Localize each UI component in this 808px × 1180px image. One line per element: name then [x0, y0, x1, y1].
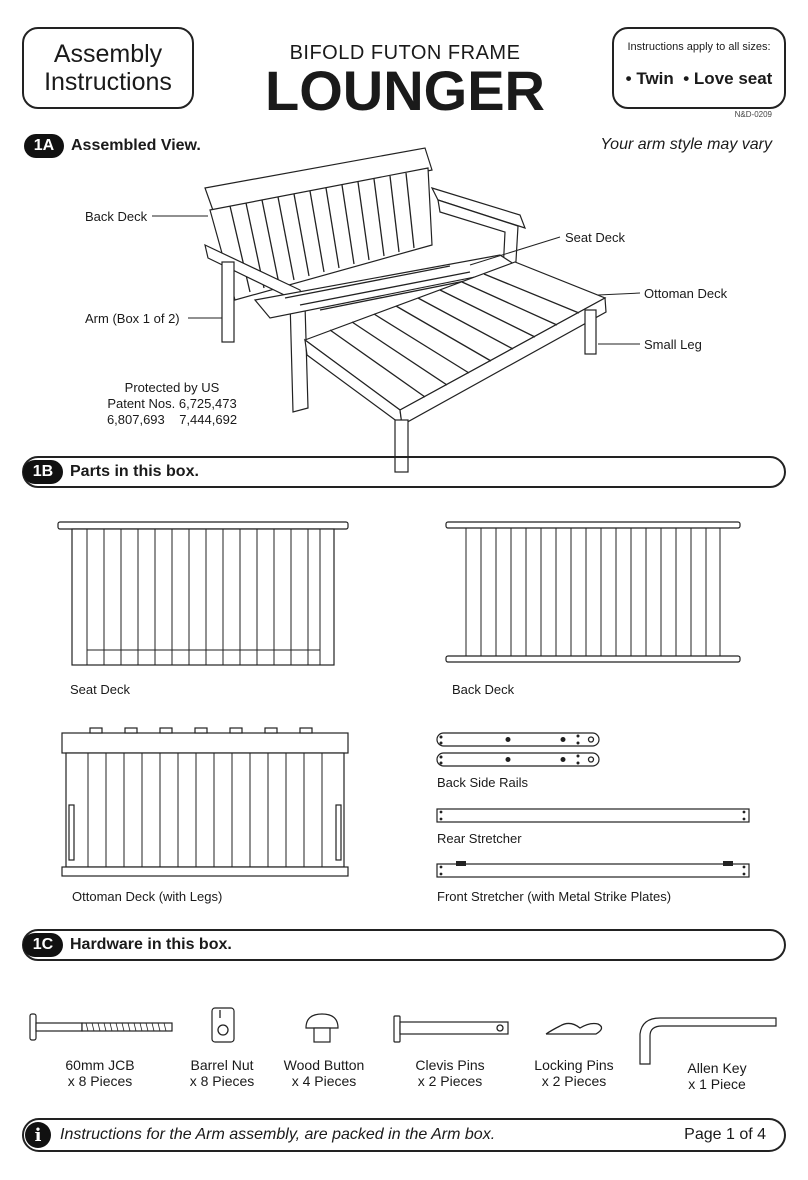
assembled-futon-illustration	[152, 147, 641, 473]
hardware-item-locking-pins: Locking Pins x 2 Pieces	[522, 1057, 626, 1089]
assembly-instructions-box: Assembly Instructions	[22, 27, 194, 109]
box-title-line2: Instructions	[44, 68, 172, 96]
parts-illustrations	[57, 521, 750, 878]
hardware-name: Clevis Pins	[415, 1057, 485, 1073]
patent-line-1: Protected by US	[124, 380, 220, 395]
section-title-1b: Parts in this box.	[70, 463, 199, 480]
hardware-qty: x 4 Pieces	[291, 1073, 357, 1089]
hardware-item-barrel-nut: Barrel Nut x 8 Pieces	[172, 1057, 272, 1089]
hardware-qty: x 1 Piece	[688, 1076, 746, 1092]
info-icon: i	[25, 1122, 51, 1148]
hardware-item-wood-button: Wood Button x 4 Pieces	[270, 1057, 378, 1089]
section-title-1c: Hardware in this box.	[70, 936, 232, 953]
hardware-item-clevis-pins: Clevis Pins x 2 Pieces	[398, 1057, 502, 1089]
patent-line-2: Patent Nos. 6,725,473	[107, 396, 237, 411]
callout-back-deck: Back Deck	[85, 209, 148, 224]
locking-pin-icon	[545, 1022, 603, 1035]
part-label-rear-stretcher: Rear Stretcher	[437, 831, 522, 846]
part-label-front-stretcher: Front Stretcher (with Metal Strike Plate…	[437, 889, 672, 904]
hardware-name: 60mm JCB	[65, 1057, 135, 1073]
seat-deck-drawing	[57, 521, 349, 666]
ottoman-deck-drawing	[61, 727, 349, 877]
section-badge-1b: 1B	[23, 460, 63, 484]
wood-button-icon	[305, 1013, 339, 1043]
clevis-pin-icon	[393, 1015, 509, 1043]
section-badge-1a: 1A	[24, 134, 64, 158]
hardware-qty: x 8 Pieces	[67, 1073, 133, 1089]
hardware-item-jcb: 60mm JCB x 8 Pieces	[40, 1057, 160, 1089]
barrel-nut-icon	[211, 1007, 235, 1043]
back-deck-drawing	[445, 521, 741, 663]
box-title-line1: Assembly	[53, 40, 163, 68]
hardware-qty: x 2 Pieces	[417, 1073, 483, 1089]
patent-line-3: 6,807,693 7,444,692	[106, 412, 238, 427]
back-side-rails-drawing	[436, 732, 600, 767]
pre-title: BIFOLD FUTON FRAME	[289, 42, 521, 64]
doc-number: N&D-0209	[734, 110, 772, 119]
hardware-qty: x 8 Pieces	[189, 1073, 255, 1089]
part-label-back-side-rails: Back Side Rails	[437, 775, 529, 790]
callout-arm: Arm (Box 1 of 2)	[85, 311, 180, 326]
allen-key-icon	[639, 1017, 777, 1065]
callout-ottoman-deck: Ottoman Deck	[644, 286, 728, 301]
hardware-qty: x 2 Pieces	[541, 1073, 607, 1089]
sizes-list: • Twin • Love seat	[614, 69, 784, 89]
hardware-item-allen-key: Allen Key x 1 Piece	[668, 1060, 766, 1092]
sizes-heading: Instructions apply to all sizes:	[627, 41, 771, 53]
footer-note: Instructions for the Arm assembly, are p…	[60, 1126, 496, 1143]
jcb-bolt-icon	[29, 1013, 173, 1041]
footer-bar	[22, 1118, 786, 1152]
arm-style-note: Your arm style may vary	[600, 136, 772, 153]
hardware-name: Barrel Nut	[190, 1057, 254, 1073]
part-label-ottoman-deck: Ottoman Deck (with Legs)	[72, 889, 223, 904]
part-label-back-deck: Back Deck	[452, 682, 515, 697]
bullet-icon: •	[683, 69, 690, 88]
front-stretcher-drawing	[436, 861, 750, 878]
hardware-name: Allen Key	[687, 1060, 747, 1076]
size-loveseat: Love seat	[693, 69, 773, 88]
section-badge-1c: 1C	[23, 933, 63, 957]
hardware-name: Locking Pins	[534, 1057, 614, 1073]
callout-seat-deck: Seat Deck	[565, 230, 625, 245]
rear-stretcher-drawing	[436, 808, 750, 823]
size-twin: Twin	[636, 69, 674, 88]
page-number: Page 1 of 4	[684, 1126, 766, 1143]
part-label-seat-deck: Seat Deck	[70, 682, 130, 697]
bullet-icon: •	[625, 69, 632, 88]
hardware-illustrations	[29, 1007, 777, 1065]
callout-small-leg: Small Leg	[644, 337, 702, 352]
sizes-box: Instructions apply to all sizes: • Twin …	[612, 27, 786, 109]
section-title-1a: Assembled View.	[71, 137, 201, 154]
page-title: LOUNGER	[265, 59, 545, 122]
patent-info: Protected by US Patent Nos. 6,725,473 6,…	[92, 380, 252, 428]
hardware-name: Wood Button	[283, 1057, 365, 1073]
